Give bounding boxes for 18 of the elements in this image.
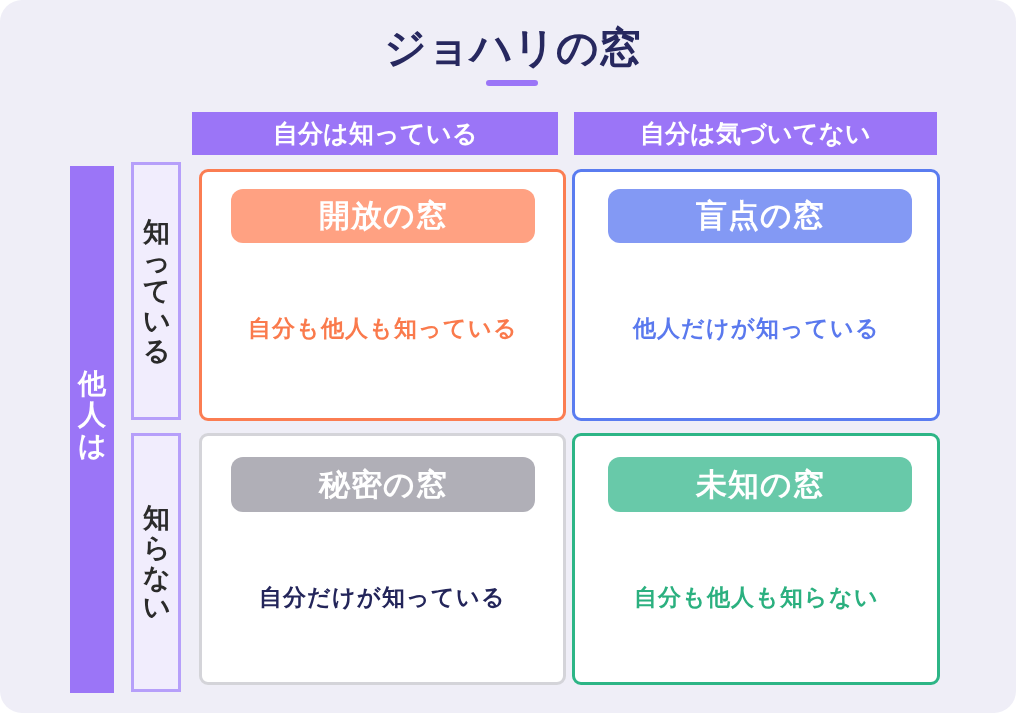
column-header: 自分は知っている <box>192 112 558 155</box>
quadrant-heading: 盲点の窓 <box>608 189 912 243</box>
row-group-header: 他人は <box>70 166 114 693</box>
diagram-title: ジョハリの窓 <box>383 22 641 74</box>
quadrant-panel <box>199 169 566 421</box>
row-header: 知らない <box>131 433 181 692</box>
quadrant-description: 自分も他人も知らない <box>633 583 879 612</box>
quadrant-description: 他人だけが知っている <box>632 314 880 343</box>
quadrant-heading: 未知の窓 <box>608 457 912 512</box>
quadrant-heading: 開放の窓 <box>231 189 535 243</box>
quadrant-heading: 秘密の窓 <box>231 457 535 512</box>
quadrant-description: 自分も他人も知っている <box>247 314 518 343</box>
column-header: 自分は気づいてない <box>574 112 937 155</box>
quadrant-panel <box>572 433 940 685</box>
quadrant-description: 自分だけが知っている <box>259 583 506 612</box>
row-header: 知っている <box>131 162 181 420</box>
quadrant-panel <box>572 169 940 421</box>
quadrant-panel <box>199 433 566 685</box>
